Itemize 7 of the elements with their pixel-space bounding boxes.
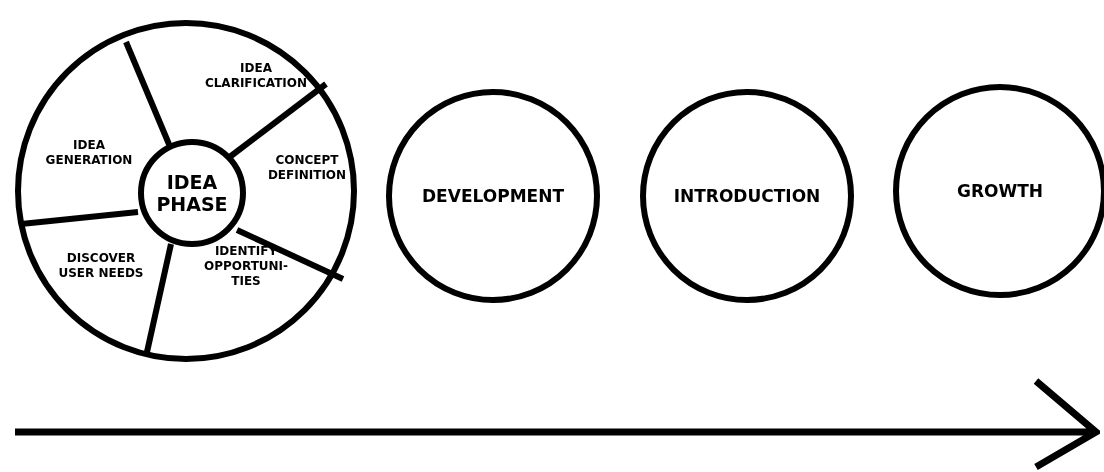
segment-label: CONCEPT DEFINITION: [257, 153, 357, 183]
segment-label: DISCOVER USER NEEDS: [51, 251, 151, 281]
segment-label: IDEA CLARIFICATION: [191, 61, 321, 91]
stage-circle: INTRODUCTION: [640, 89, 854, 303]
stage-circle: GROWTH: [893, 84, 1104, 298]
center-circle: IDEA PHASE: [138, 139, 246, 247]
stage-circle: DEVELOPMENT: [386, 89, 600, 303]
